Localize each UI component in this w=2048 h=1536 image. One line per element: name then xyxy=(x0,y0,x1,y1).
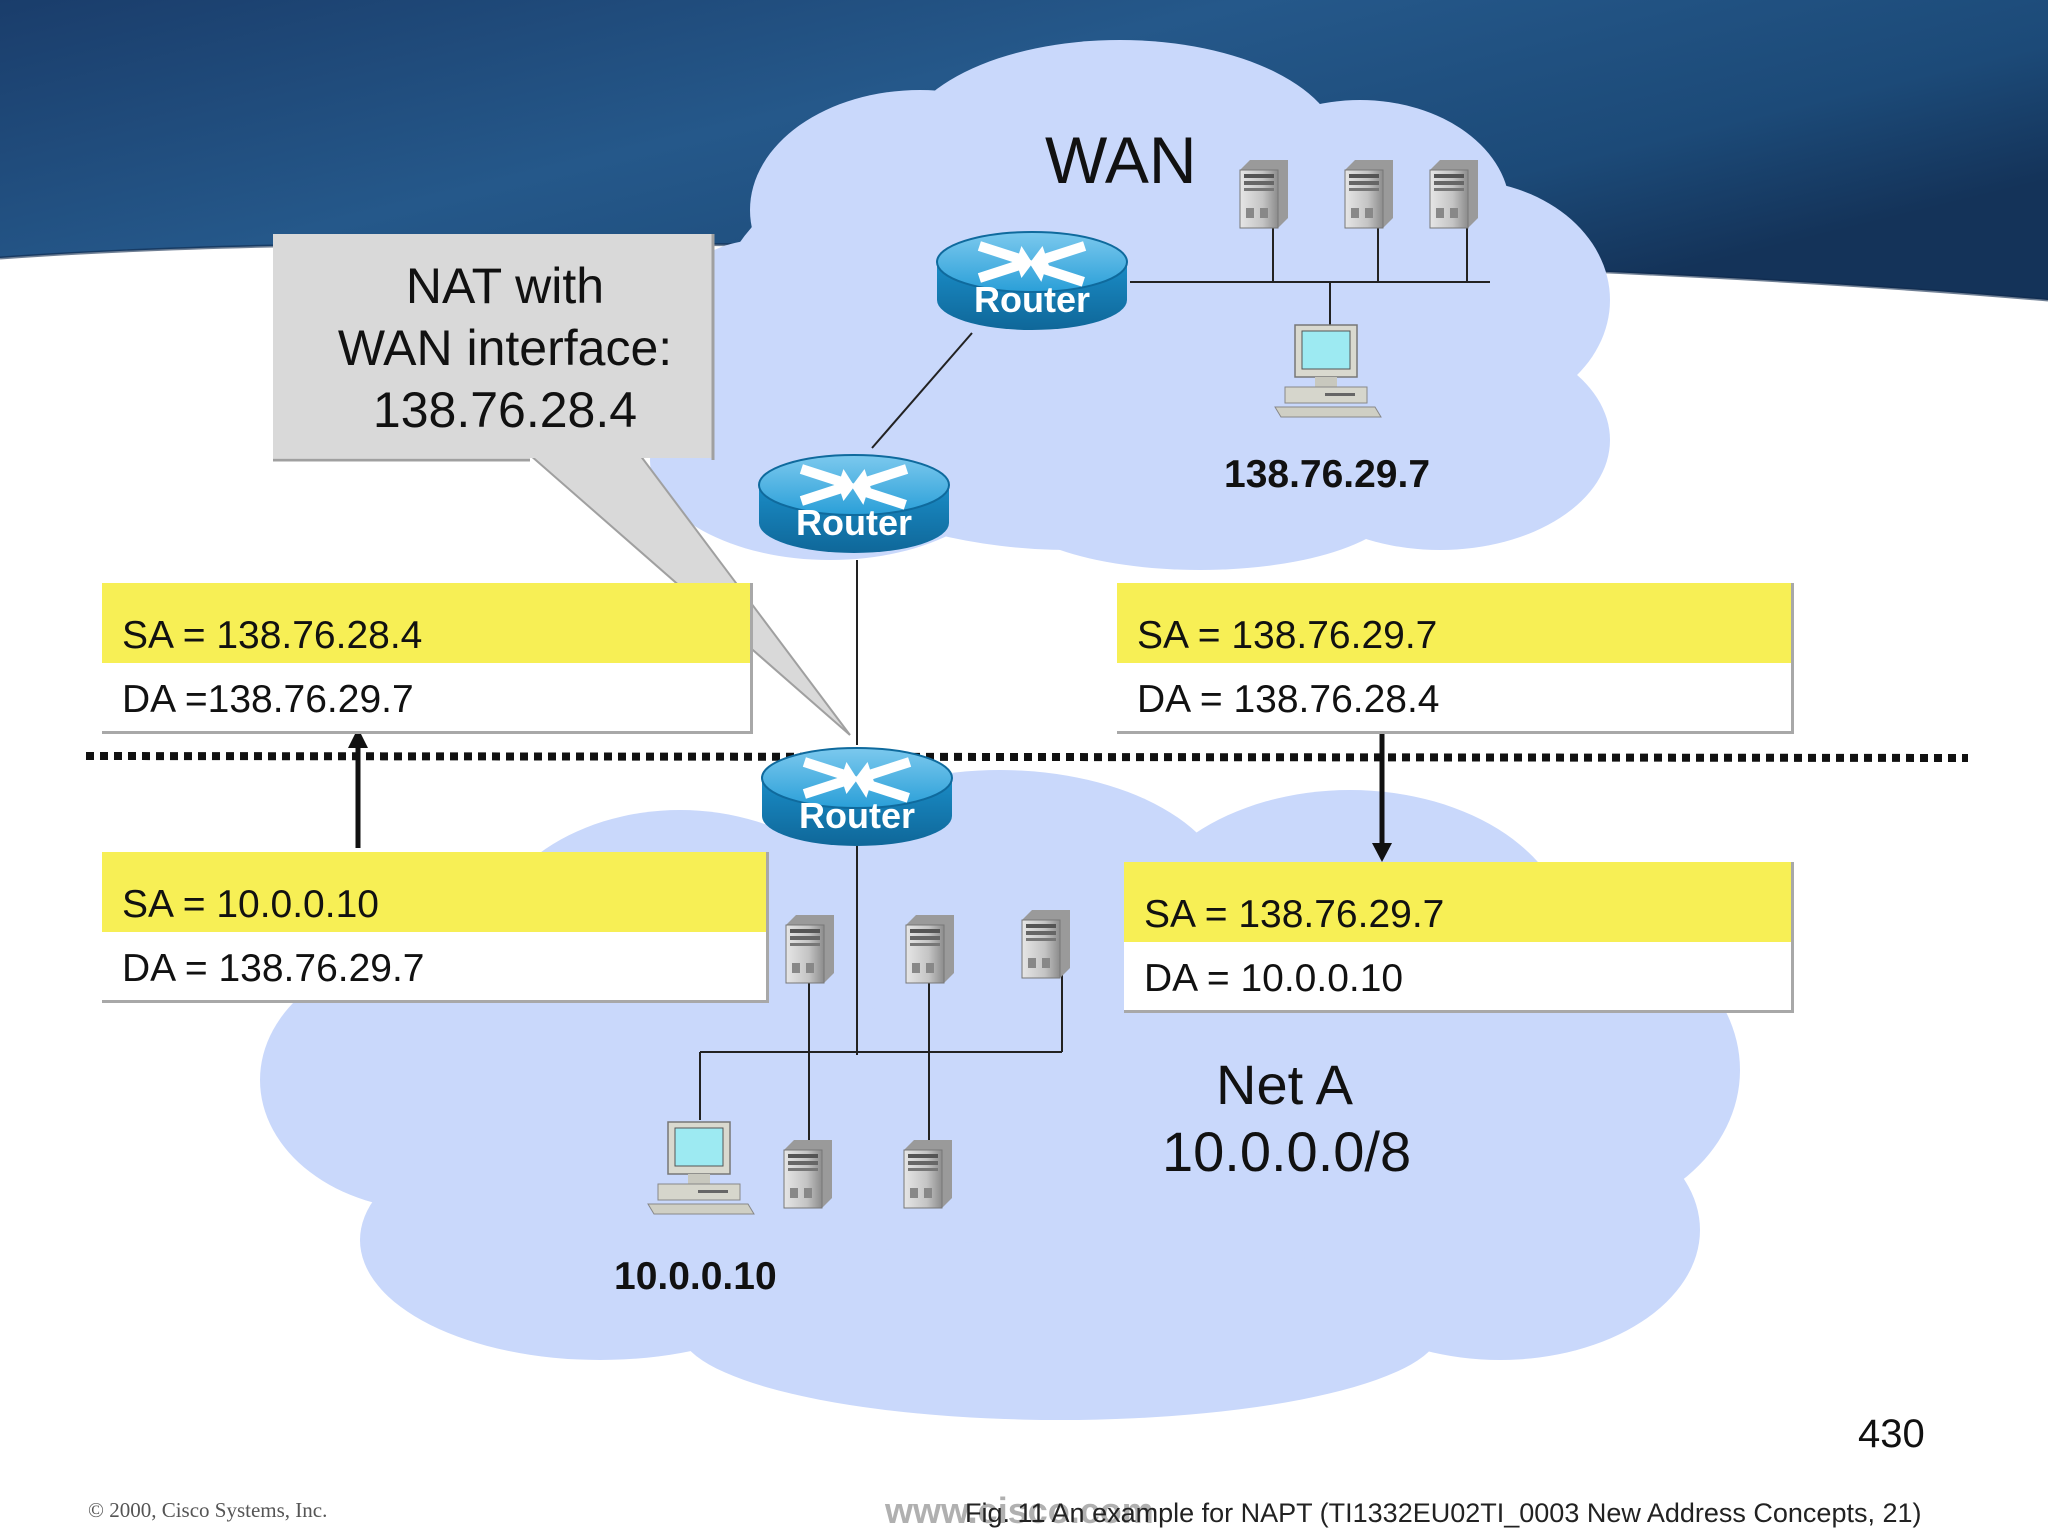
packet-outbound-translated: SA = 138.76.28.4 DA =138.76.29.7 xyxy=(102,583,753,734)
packet-da: DA =138.76.29.7 xyxy=(102,663,750,731)
copyright-text: © 2000, Cisco Systems, Inc. xyxy=(88,1498,328,1522)
router-nat-label: Router xyxy=(799,795,915,836)
router-top-label: Router xyxy=(974,279,1090,320)
packet-sa: SA = 10.0.0.10 xyxy=(102,852,766,932)
packet-sa: SA = 138.76.29.7 xyxy=(1124,862,1791,942)
lan-server-icon-3[interactable] xyxy=(1021,909,1071,979)
nat-callout-box xyxy=(273,234,713,458)
packet-da: DA = 138.76.29.7 xyxy=(102,932,766,1000)
net-a-subnet: 10.0.0.0/8 xyxy=(1162,1120,1412,1183)
router-middle[interactable]: Router xyxy=(758,454,950,554)
lan-server-icon-2[interactable] xyxy=(905,914,955,984)
watermark-text: www.cisco.com xyxy=(885,1490,1154,1531)
wan-title: WAN xyxy=(1045,123,1197,197)
packet-inbound-translated: SA = 138.76.29.7 DA = 10.0.0.10 xyxy=(1124,862,1794,1013)
packet-sa: SA = 138.76.29.7 xyxy=(1117,583,1791,663)
packet-da: DA = 138.76.28.4 xyxy=(1117,663,1791,731)
router-top[interactable]: Router xyxy=(936,231,1128,331)
page-number: 430 xyxy=(1858,1412,1925,1456)
wan-pc-ip-label: 138.76.29.7 xyxy=(1224,453,1431,496)
packet-outbound-original: SA = 10.0.0.10 DA = 138.76.29.7 xyxy=(102,852,769,1003)
router-middle-label: Router xyxy=(796,502,912,543)
lan-server-icon-4[interactable] xyxy=(783,1139,833,1209)
router-nat[interactable]: Router xyxy=(761,747,953,847)
link-top-to-middle-router xyxy=(871,332,973,449)
lan-server-icon-5[interactable] xyxy=(903,1139,953,1209)
nat-callout-text: NAT with WAN interface: 138.76.28.4 xyxy=(290,255,720,441)
nat-boundary-line xyxy=(85,752,1969,762)
packet-da: DA = 10.0.0.10 xyxy=(1124,942,1791,1010)
net-a-name: Net A xyxy=(1216,1053,1353,1116)
callout-line-2: WAN interface: xyxy=(337,320,673,376)
callout-line-3: 138.76.28.4 xyxy=(372,382,638,438)
packet-inbound-original: SA = 138.76.29.7 DA = 138.76.28.4 xyxy=(1117,583,1794,734)
lan-pc-ip-label: 10.0.0.10 xyxy=(614,1255,777,1298)
figure-caption: Fig. 11 An example for NAPT (TI1332EU02T… xyxy=(965,1498,1922,1528)
wan-server-icon-1[interactable] xyxy=(1239,159,1289,229)
lan-server-icon-1[interactable] xyxy=(785,914,835,984)
wan-server-icon-2[interactable] xyxy=(1344,159,1394,229)
wan-server-icon-3[interactable] xyxy=(1429,159,1479,229)
callout-line-1: NAT with xyxy=(405,258,605,314)
packet-sa: SA = 138.76.28.4 xyxy=(102,583,750,663)
